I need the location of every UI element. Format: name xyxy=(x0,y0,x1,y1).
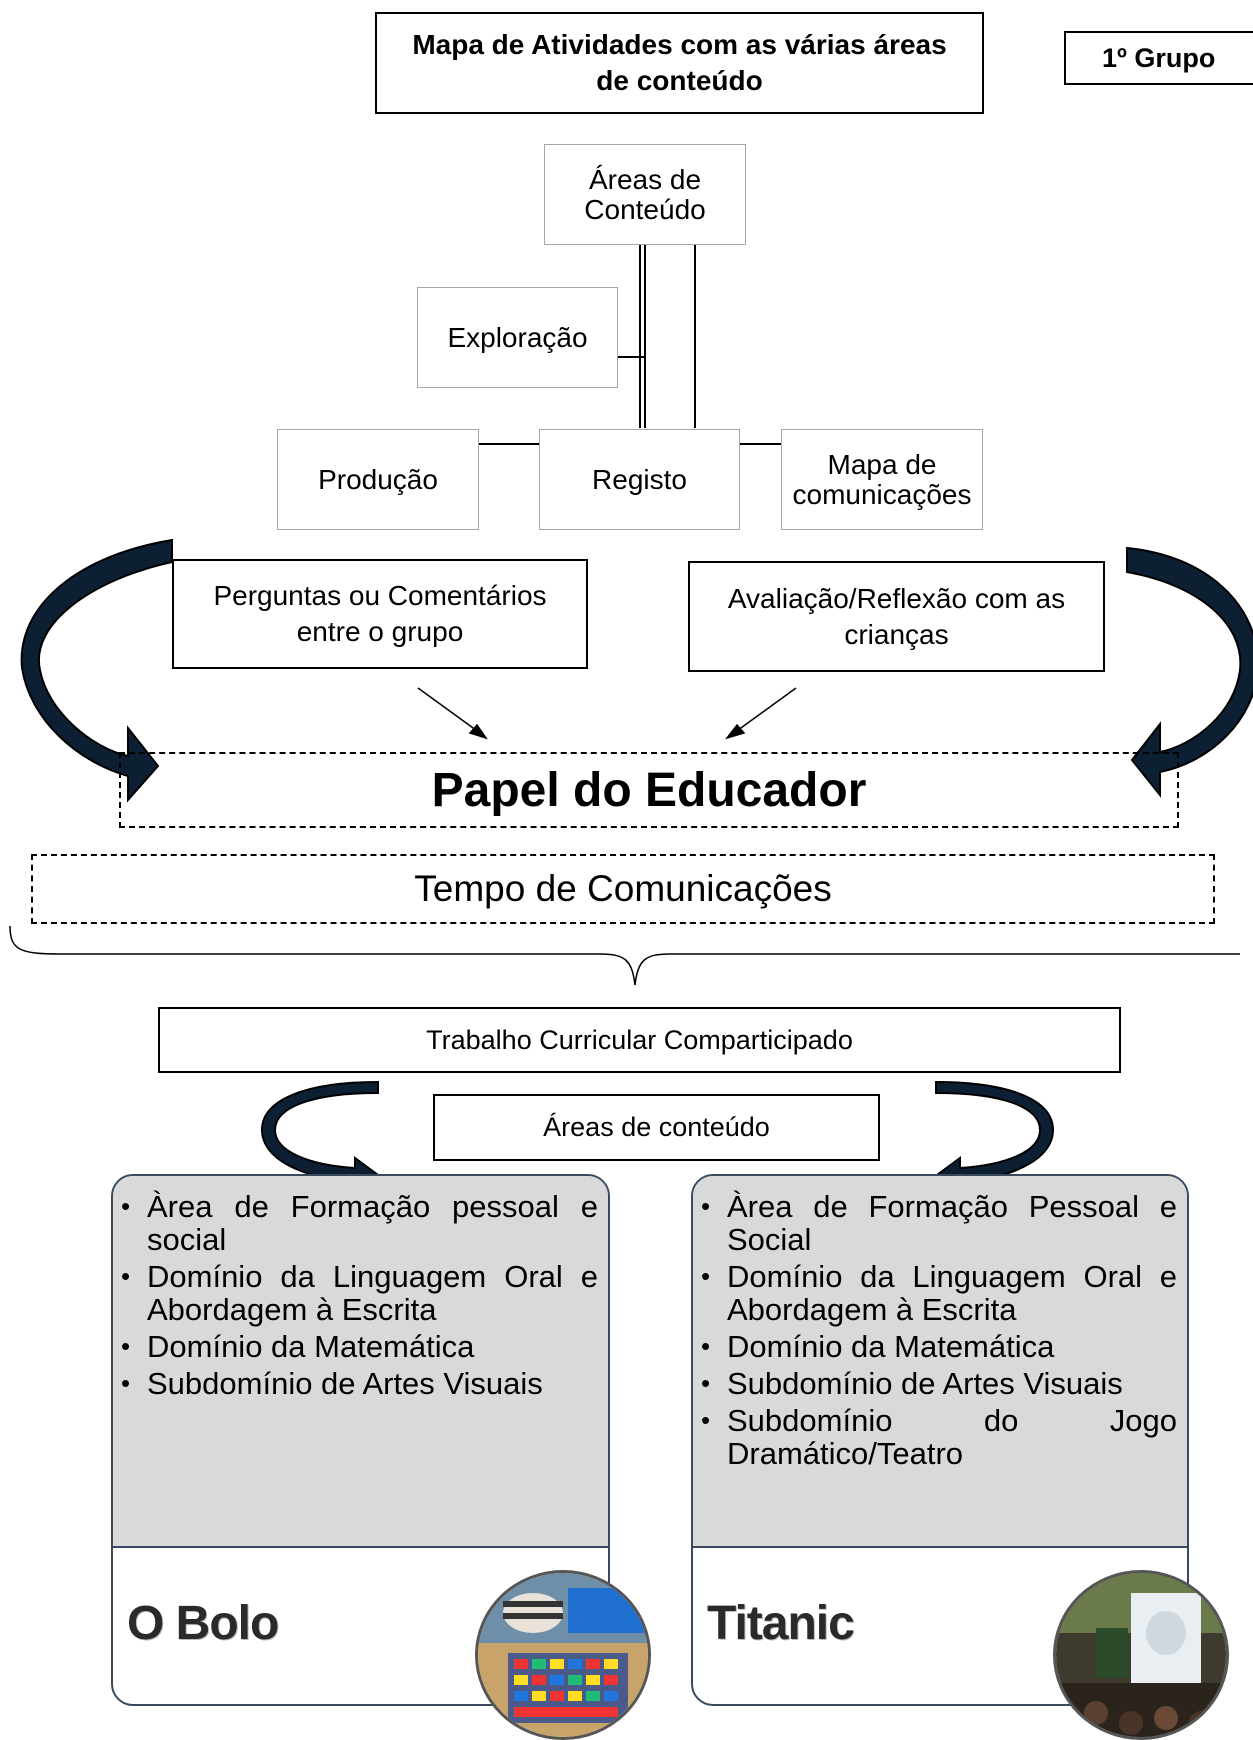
photo-o-bolo xyxy=(475,1570,651,1740)
panel-areas-list: Àrea de Formação pessoal e social Domíni… xyxy=(113,1176,608,1548)
project-name: Titanic xyxy=(707,1597,855,1650)
list-item: Domínio da Linguagem Oral e Abordagem à … xyxy=(121,1260,598,1326)
node-registo: Registo xyxy=(539,429,740,530)
list-item: Subdomínio de Artes Visuais xyxy=(121,1367,598,1400)
project-name: O Bolo xyxy=(127,1597,279,1650)
papel-do-educador: Papel do Educador xyxy=(119,752,1179,828)
perguntas-box: Perguntas ou Comentários entre o grupo xyxy=(172,559,588,669)
list-item: Subdomínio de Artes Visuais xyxy=(701,1367,1177,1400)
curved-arrow-left xyxy=(20,538,173,803)
trabalho-curricular-box: Trabalho Curricular Comparticipado xyxy=(158,1007,1121,1073)
areas-de-conteudo-box: Áreas de conteúdo xyxy=(433,1094,880,1161)
list-item: Subdomínio do Jogo Dramático/Teatro xyxy=(701,1404,1177,1470)
tempo-de-comunicacoes: Tempo de Comunicações xyxy=(31,854,1215,924)
brace xyxy=(9,925,1240,986)
list-item: Àrea de Formação Pessoal e Social xyxy=(701,1190,1177,1256)
node-areas-de-conteudo: Áreas de Conteúdo xyxy=(544,144,746,245)
panel-areas-list: Àrea de Formação Pessoal e Social Domíni… xyxy=(693,1176,1187,1548)
node-producao: Produção xyxy=(277,429,479,530)
list-item: Domínio da Matemática xyxy=(121,1330,598,1363)
list-item: Domínio da Matemática xyxy=(701,1330,1177,1363)
diagram-title: Mapa de Atividades com as várias áreas d… xyxy=(375,12,984,114)
list-item: Àrea de Formação pessoal e social xyxy=(121,1190,598,1256)
avaliacao-box: Avaliação/Reflexão com as crianças xyxy=(688,561,1105,672)
curved-arrow-right xyxy=(1126,546,1253,798)
group-label: 1º Grupo xyxy=(1064,31,1253,85)
photo-titanic xyxy=(1053,1570,1229,1740)
node-exploracao: Exploração xyxy=(417,287,618,388)
list-item: Domínio da Linguagem Oral e Abordagem à … xyxy=(701,1260,1177,1326)
node-mapa-de-comunicacoes: Mapa de comunicações xyxy=(781,429,983,530)
